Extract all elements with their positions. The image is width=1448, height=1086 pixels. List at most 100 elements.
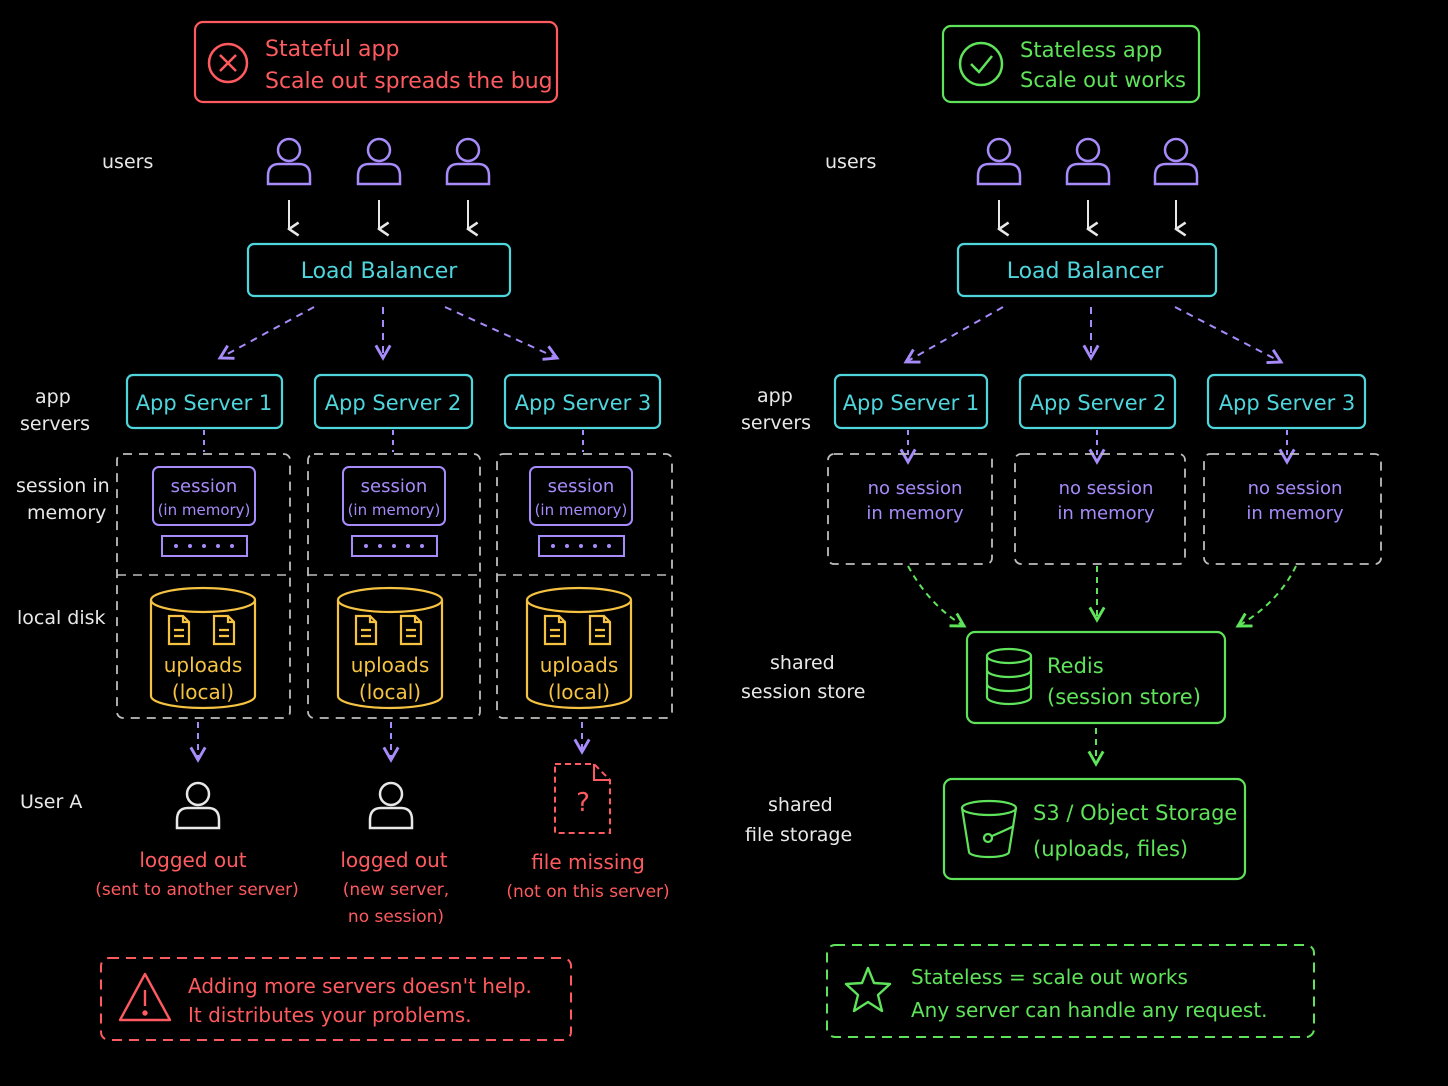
user-icon xyxy=(445,137,491,186)
redis-subtitle: (session store) xyxy=(1047,685,1201,709)
outcome-arrows xyxy=(189,722,591,763)
user-icon xyxy=(266,137,312,186)
user-icon xyxy=(976,137,1022,186)
no-session-note: no session xyxy=(1248,478,1343,499)
server-label: App Server 2 xyxy=(1030,391,1167,415)
stateless-header: Stateless app Scale out works xyxy=(941,24,1201,104)
outcome-title: file missing xyxy=(531,850,645,874)
svg-text:?: ? xyxy=(576,788,590,818)
disk-label: uploads xyxy=(351,653,430,677)
load-balancer-box xyxy=(956,242,1218,298)
s3-subtitle: (uploads, files) xyxy=(1033,837,1188,861)
s3-title: S3 / Object Storage xyxy=(1033,801,1237,825)
row-label-shared: shared xyxy=(768,794,833,816)
warning-icon xyxy=(118,972,172,1022)
no-session-note: no session xyxy=(1059,478,1154,499)
app-server-2: App Server 2 xyxy=(313,373,474,430)
memory-bar xyxy=(351,535,438,557)
no-session-note-2: in memory xyxy=(1246,503,1344,524)
memory-bar xyxy=(538,535,625,557)
user-icon xyxy=(175,781,221,830)
disk-sub: (local) xyxy=(359,680,421,704)
session-label: session xyxy=(548,476,615,497)
row-label-servers: servers xyxy=(741,412,811,434)
session-sub: (in memory) xyxy=(158,501,251,519)
outcome-detail: (new server, xyxy=(343,880,449,900)
outcome-detail: (sent to another server) xyxy=(95,880,299,900)
app-server-1: App Server 1 xyxy=(125,373,284,430)
server-label: App Server 2 xyxy=(325,391,462,415)
row-label-servers: servers xyxy=(20,413,90,435)
row-label-shared: shared xyxy=(770,652,835,674)
app-server-3: App Server 3 xyxy=(503,373,662,430)
app-server-1: App Server 1 xyxy=(833,373,989,430)
missing-file-icon: ? xyxy=(554,763,611,834)
user-arrows xyxy=(999,200,1176,229)
user-arrows xyxy=(289,200,468,229)
left-panel: Stateful app Scale out spreads the bug u… xyxy=(16,20,673,1041)
disk-label: uploads xyxy=(164,653,243,677)
server-label: App Server 1 xyxy=(843,391,980,415)
x-circle-icon xyxy=(207,42,249,84)
disk-icon xyxy=(149,586,257,710)
server-label: App Server 3 xyxy=(515,391,652,415)
to-redis-arrows xyxy=(907,565,1297,628)
load-balancer-label: Load Balancer xyxy=(301,259,459,284)
disk-icon xyxy=(336,586,444,710)
row-label-session-store: session store xyxy=(741,681,865,703)
server-3-container: session (in memory) uploads (local) xyxy=(496,430,673,719)
header-title: Stateful app xyxy=(265,37,399,62)
user-icon xyxy=(356,137,402,186)
redis-box: Redis (session store) xyxy=(965,630,1227,725)
disk-icon xyxy=(525,586,633,710)
load-balancer-box xyxy=(246,242,512,298)
no-session-note-2: in memory xyxy=(866,503,964,524)
app-server-3: App Server 3 xyxy=(1206,373,1367,430)
row-label-user-a: User A xyxy=(20,791,82,813)
load-balancer-label: Load Balancer xyxy=(1007,259,1165,284)
user-icon xyxy=(1153,137,1199,186)
outcome-title: logged out xyxy=(139,848,246,872)
s3-box: S3 / Object Storage (uploads, files) xyxy=(942,777,1247,881)
header-subtitle: Scale out spreads the bug xyxy=(265,69,553,94)
server-label: App Server 1 xyxy=(136,391,273,415)
row-label-app: app xyxy=(35,386,71,408)
server-1-container: session (in memory) uploads (local) xyxy=(116,430,291,719)
session-sub: (in memory) xyxy=(535,501,628,519)
right-panel: Stateless app Scale out works users app … xyxy=(741,24,1382,1038)
warning-line-2: It distributes your problems. xyxy=(188,1003,472,1027)
header-title: Stateless app xyxy=(1020,38,1162,62)
server-label: App Server 3 xyxy=(1219,391,1356,415)
lb-arrows xyxy=(903,306,1284,365)
row-label-session: session in xyxy=(16,475,110,497)
no-session-note: no session xyxy=(868,478,963,499)
summary-callout: Stateless = scale out works Any server c… xyxy=(826,944,1315,1038)
app-server-2: App Server 2 xyxy=(1018,373,1177,430)
server-3-container: no session in memory xyxy=(1203,430,1382,565)
database-icon xyxy=(985,647,1033,706)
lb-arrows xyxy=(217,306,560,361)
row-label-memory: memory xyxy=(27,502,106,524)
bucket-icon xyxy=(960,799,1018,859)
check-circle-icon xyxy=(958,41,1004,87)
outcome-title: logged out xyxy=(340,848,447,872)
session-sub: (in memory) xyxy=(348,501,441,519)
user-icon xyxy=(368,781,414,830)
outcome-detail: (not on this server) xyxy=(506,882,669,902)
row-label-local-disk: local disk xyxy=(17,607,106,629)
summary-line-1: Stateless = scale out works xyxy=(911,965,1188,989)
session-label: session xyxy=(171,476,238,497)
row-label-app: app xyxy=(757,385,793,407)
row-label-file-storage: file storage xyxy=(745,824,852,846)
warning-line-1: Adding more servers doesn't help. xyxy=(188,974,532,998)
warning-callout: Adding more servers doesn't help. It dis… xyxy=(100,957,572,1041)
row-label-users: users xyxy=(102,151,153,173)
row-label-users: users xyxy=(825,151,876,173)
outcome-detail-2: no session) xyxy=(348,907,444,927)
server-2-container: session (in memory) uploads (local) xyxy=(307,430,481,719)
session-label: session xyxy=(361,476,428,497)
disk-sub: (local) xyxy=(172,680,234,704)
memory-bar xyxy=(161,535,248,557)
no-session-note-2: in memory xyxy=(1057,503,1155,524)
